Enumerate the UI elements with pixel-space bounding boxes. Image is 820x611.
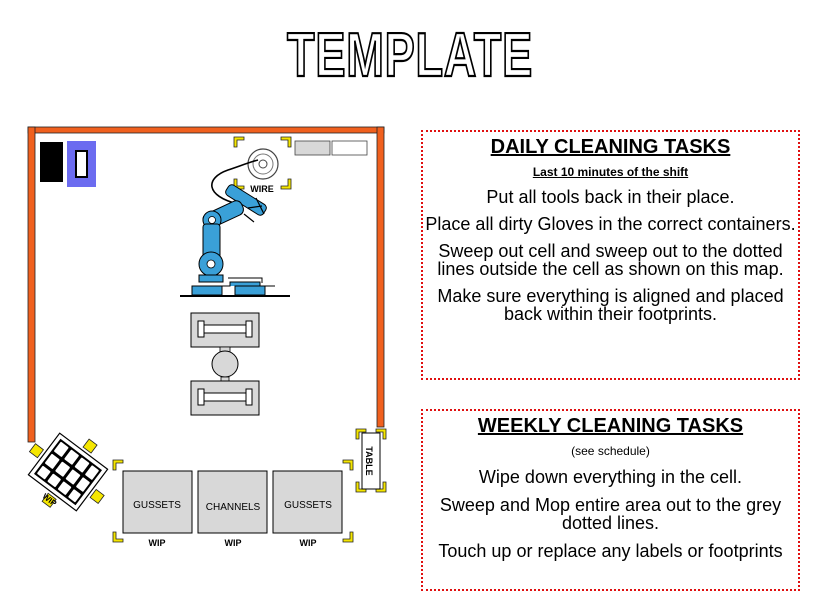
positioner xyxy=(211,346,239,384)
station-label: GUSSETS xyxy=(284,500,332,511)
station-label: CHANNELS xyxy=(206,502,261,513)
shelf-grey xyxy=(294,140,331,156)
daily-task: Sweep out cell and sweep out to the dott… xyxy=(437,241,784,279)
daily-cleaning-panel: DAILY CLEANING TASKS Last 10 minutes of … xyxy=(421,130,800,380)
station-wip-label: WIP xyxy=(225,538,242,548)
weekly-subheading: (see schedule) xyxy=(571,444,650,458)
table xyxy=(355,428,387,493)
wire-label: WIRE xyxy=(250,184,274,194)
cell-wall xyxy=(27,126,385,443)
station-label: GUSSETS xyxy=(133,500,181,511)
weekly-heading: WEEKLY CLEANING TASKS xyxy=(477,415,744,437)
daily-task: Put all tools back in their place. xyxy=(486,187,735,207)
fixture-upper xyxy=(190,312,260,348)
station-gussets-left: GUSSETS WIP xyxy=(122,470,193,548)
weekly-task: Touch up or replace any labels or footpr… xyxy=(438,541,783,561)
weekly-cleaning-panel: WEEKLY CLEANING TASKS (see schedule) Wip… xyxy=(421,409,800,591)
daily-heading: DAILY CLEANING TASKS xyxy=(490,136,731,158)
page-title: TEMPLATE xyxy=(287,21,533,90)
purple-box xyxy=(67,141,96,187)
weekly-task: Wipe down everything in the cell. xyxy=(478,467,743,487)
daily-task: Make sure everything is aligned and plac… xyxy=(437,286,784,324)
station-wip-label: WIP xyxy=(149,538,166,548)
wip-rack: WIP xyxy=(27,432,109,512)
table-label: TABLE xyxy=(364,446,374,475)
robot-arm xyxy=(180,159,290,297)
station-gussets-right: GUSSETS WIP xyxy=(272,470,343,548)
fixture-lower xyxy=(190,380,260,416)
daily-task: Place all dirty Gloves in the correct co… xyxy=(425,214,796,234)
station-wip-label: WIP xyxy=(300,538,317,548)
shelf-white xyxy=(331,140,368,156)
daily-subheading: Last 10 minutes of the shift xyxy=(532,165,689,179)
black-cabinet xyxy=(40,142,63,182)
wire-spool xyxy=(233,136,292,190)
weekly-task: Sweep and Mop entire area out to the gre… xyxy=(439,495,782,533)
station-channels: CHANNELS WIP xyxy=(197,470,268,548)
